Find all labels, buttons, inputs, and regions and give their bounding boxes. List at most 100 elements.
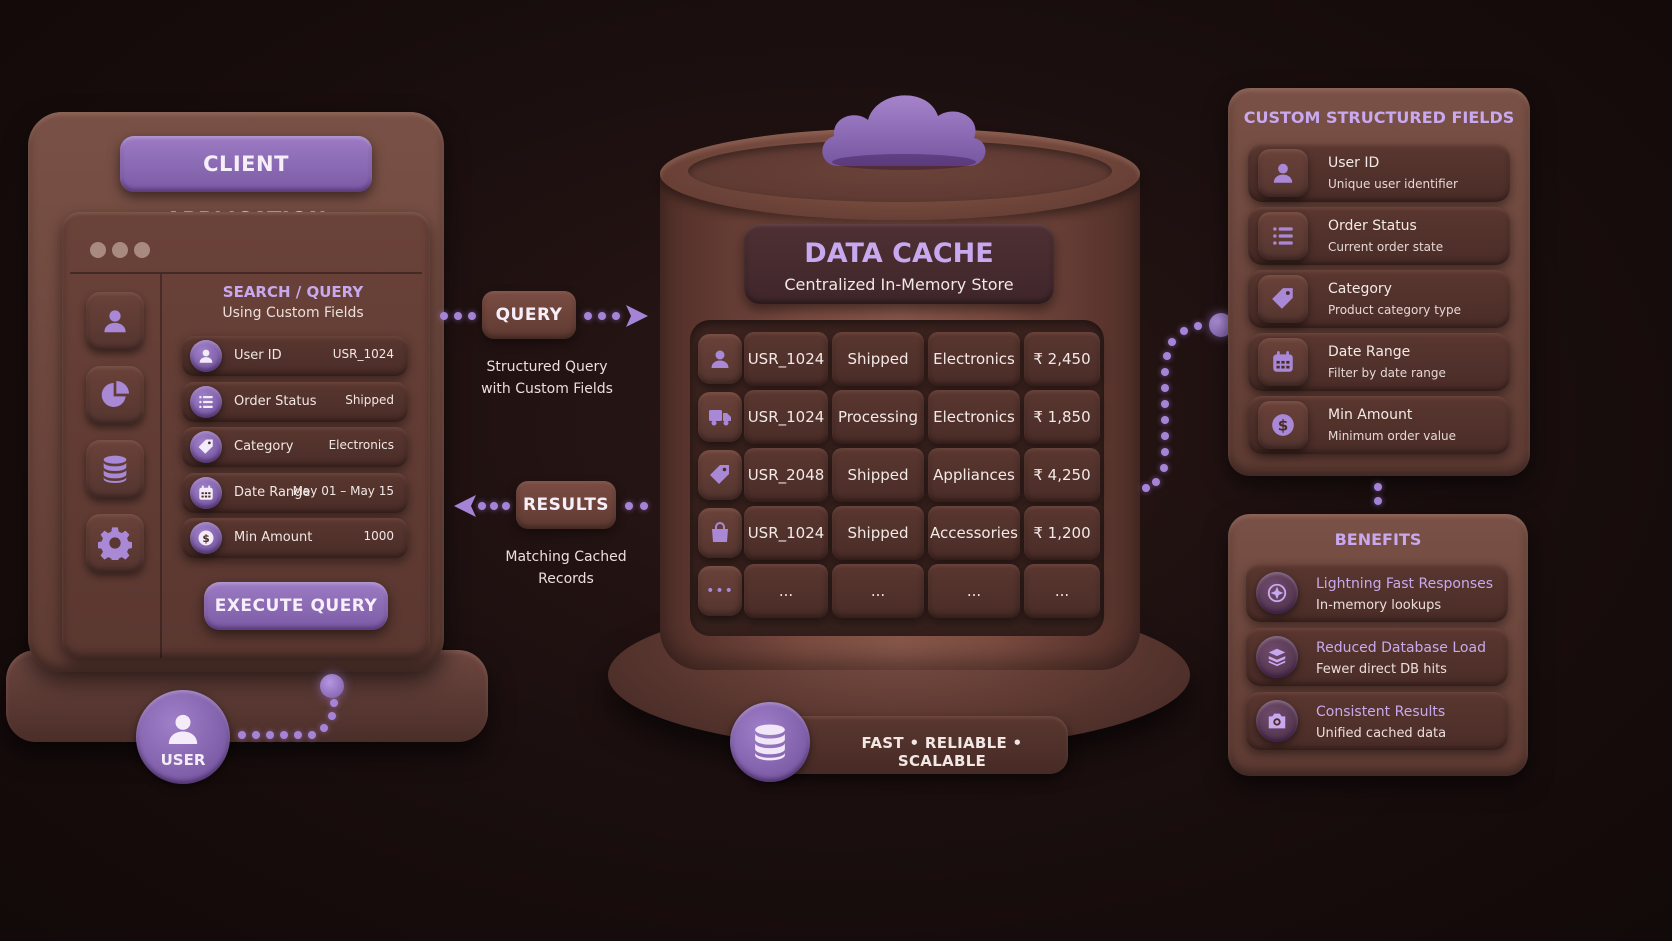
field-icon-badge — [1258, 275, 1308, 323]
query-field-label: Min Amount — [234, 530, 313, 545]
field-icon-badge — [190, 340, 222, 372]
results-caption-2: Records — [538, 571, 594, 587]
field-definition-title: Date Range — [1328, 344, 1411, 360]
results-arrow-head-icon — [454, 495, 476, 517]
database-icon — [99, 453, 131, 485]
benefit-title: Consistent Results — [1316, 704, 1446, 720]
cache-cell: ₹ 1,200 — [1024, 506, 1100, 560]
user-icon — [708, 347, 732, 371]
bag-icon — [708, 521, 732, 545]
camera-icon — [1266, 710, 1288, 732]
user-icon — [163, 709, 203, 749]
field-icon-badge — [1258, 212, 1308, 260]
query-caption-1: Structured Query — [486, 359, 608, 375]
cache-cell: ₹ 4,250 — [1024, 448, 1100, 502]
cache-footer-text: FAST • RELIABLE • SCALABLE — [861, 734, 1023, 770]
benefit-icon-badge — [1256, 636, 1298, 678]
query-field-label: Order Status — [234, 394, 317, 409]
pie-chart-icon — [99, 379, 131, 411]
fields-panel-title: CUSTOM STRUCTURED FIELDS — [1243, 108, 1515, 127]
search-title: SEARCH / QUERY — [222, 283, 364, 301]
benefit-desc: Unified cached data — [1316, 726, 1447, 741]
user-avatar[interactable]: USER — [136, 690, 230, 784]
cache-row-icon-button: ••• — [698, 566, 742, 616]
truck-icon — [708, 405, 732, 429]
query-field-row[interactable]: User ID USR_1024 — [182, 336, 408, 376]
query-field-label: User ID — [234, 348, 282, 363]
tag-icon — [708, 463, 732, 487]
field-definition-desc: Filter by date range — [1328, 366, 1446, 380]
query-field-value[interactable]: Shipped — [345, 393, 394, 407]
cache-cell: ... — [1024, 564, 1100, 618]
benefits-title: BENEFITS — [1334, 530, 1422, 549]
cache-cell: Shipped — [832, 448, 924, 502]
list-icon — [1270, 223, 1296, 249]
cache-row-icon-button — [698, 450, 742, 500]
tag-icon — [197, 438, 215, 456]
field-definition-desc: Product category type — [1328, 303, 1462, 317]
field-definition-title: Order Status — [1328, 218, 1417, 234]
benefit-title: Lightning Fast Responses — [1316, 576, 1494, 592]
window-dot-1[interactable] — [90, 242, 106, 258]
field-definition-title: Min Amount — [1328, 407, 1413, 423]
list-icon — [197, 393, 215, 411]
window-dot-3[interactable] — [134, 242, 150, 258]
window-dot-2[interactable] — [112, 242, 128, 258]
user-icon — [100, 306, 130, 336]
cloud-icon[interactable] — [816, 80, 992, 172]
cache-cell: Shipped — [832, 506, 924, 560]
sidebar-database-button[interactable] — [86, 440, 144, 498]
field-icon-badge — [190, 386, 222, 418]
query-label: QUERY — [495, 305, 563, 325]
query-field-row[interactable]: Order Status Shipped — [182, 382, 408, 422]
window-divider — [70, 272, 422, 274]
cache-cell: ₹ 2,450 — [1024, 332, 1100, 386]
sidebar-divider — [160, 274, 162, 658]
user-connector-node — [320, 674, 344, 698]
query-arrow-head-icon — [626, 305, 648, 327]
field-icon-badge — [1258, 338, 1308, 386]
field-definition-title: Category — [1328, 281, 1392, 297]
field-icon-badge — [190, 431, 222, 463]
field-icon-badge — [190, 522, 222, 554]
cache-cell: USR_2048 — [744, 448, 828, 502]
query-field-value[interactable]: 1000 — [363, 529, 394, 543]
cache-title-box: DATA CACHE Centralized In-Memory Store — [744, 224, 1054, 304]
sidebar-analytics-button[interactable] — [86, 366, 144, 424]
tag-icon — [1270, 286, 1296, 312]
field-definition-desc: Unique user identifier — [1328, 177, 1458, 191]
cache-database-badge — [730, 702, 810, 782]
benefit-desc: Fewer direct DB hits — [1316, 662, 1447, 677]
cache-cell: ... — [832, 564, 924, 618]
field-definition-desc: Minimum order value — [1328, 429, 1457, 443]
cache-row-icon-button — [698, 392, 742, 442]
execute-query-button[interactable]: EXECUTE QUERY — [204, 582, 388, 630]
cache-cell: Shipped — [832, 332, 924, 386]
query-field-value[interactable]: Electronics — [328, 438, 394, 452]
query-field-value[interactable]: May 01 – May 15 — [292, 484, 394, 498]
results-badge: RESULTS — [516, 481, 616, 529]
benefit-icon-badge — [1256, 700, 1298, 742]
benefit-title: Reduced Database Load — [1316, 640, 1486, 656]
sidebar-settings-button[interactable] — [86, 514, 144, 572]
cache-cell: ... — [928, 564, 1020, 618]
query-field-value[interactable]: USR_1024 — [332, 347, 394, 361]
cache-cell: Electronics — [928, 390, 1020, 444]
cache-cell: Accessories — [928, 506, 1020, 560]
cache-footer-badge: FAST • RELIABLE • SCALABLE — [760, 716, 1068, 774]
benefit-desc: In-memory lookups — [1316, 598, 1442, 613]
query-field-row[interactable]: Min Amount 1000 — [182, 518, 408, 558]
cache-cell: Processing — [832, 390, 924, 444]
sidebar-user-button[interactable] — [86, 292, 144, 350]
benefit-icon-badge — [1256, 572, 1298, 614]
cache-cell: ₹ 1,850 — [1024, 390, 1100, 444]
